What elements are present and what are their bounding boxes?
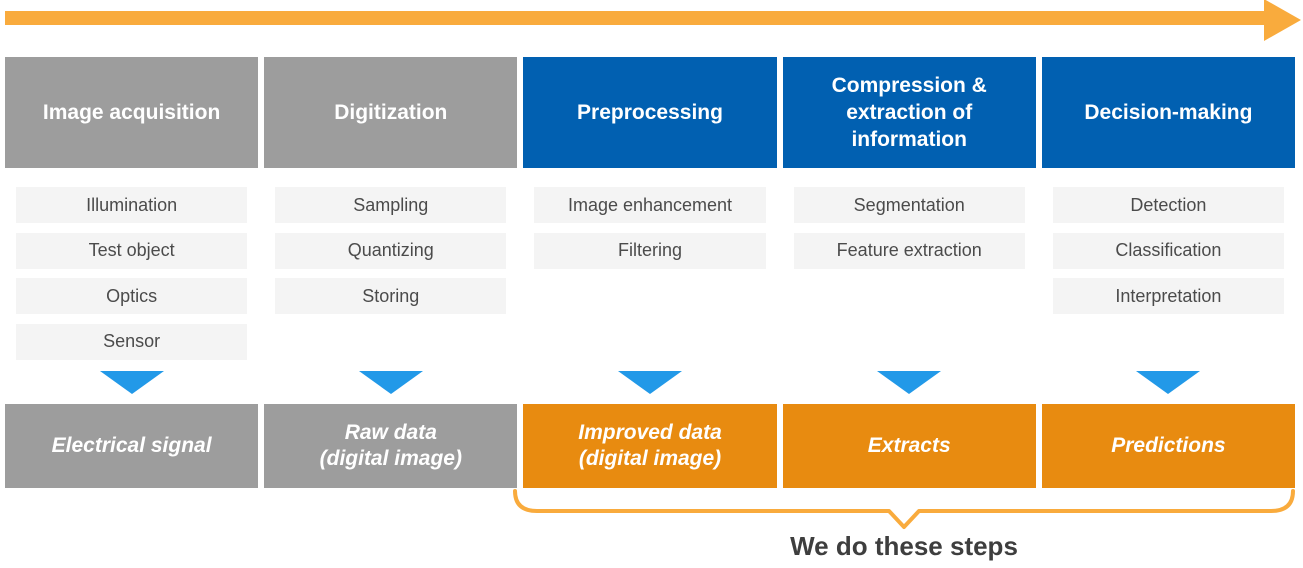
down-arrow-icon (618, 371, 682, 394)
arrow-right-icon (1264, 0, 1301, 41)
column-digitization: Digitization Sampling Quantizing Storing… (264, 57, 518, 488)
brace-caption: We do these steps (790, 531, 1018, 561)
stage-result: Predictions (1041, 404, 1296, 488)
step-item: Segmentation (793, 187, 1025, 223)
step-item: Classification (1052, 232, 1285, 269)
stage-header: Digitization (264, 57, 518, 168)
stage-result: Electrical signal (5, 404, 259, 488)
curly-brace (513, 489, 1295, 529)
arrow-bar (5, 11, 1265, 25)
stage-header: Compression & extraction of information (782, 57, 1036, 168)
step-list: Illumination Test object Optics Sensor (5, 168, 258, 371)
down-arrow-icon (99, 371, 164, 394)
column-image-acquisition: Image acquisition Illumination Test obje… (5, 57, 259, 488)
down-arrow-icon (877, 371, 942, 394)
stage-header: Image acquisition (5, 57, 259, 168)
step-item: Storing (275, 278, 507, 314)
down-arrow-icon (1136, 371, 1201, 394)
step-item: Filtering (534, 232, 766, 269)
step-item: Sampling (275, 187, 507, 223)
pipeline-columns: Image acquisition Illumination Test obje… (0, 57, 1303, 488)
step-list: Sampling Quantizing Storing (264, 168, 517, 371)
step-item: Feature extraction (793, 232, 1025, 269)
stage-result: Extracts (782, 404, 1036, 488)
column-compression-extraction: Compression & extraction of information … (782, 57, 1036, 488)
stage-result: Raw data (digital image) (264, 404, 518, 488)
column-preprocessing: Preprocessing Image enhancement Filterin… (523, 57, 777, 488)
down-arrow-icon (358, 371, 423, 394)
stage-header: Decision-making (1041, 57, 1296, 168)
step-item: Test object (16, 232, 248, 269)
stage-header: Preprocessing (523, 57, 777, 168)
step-list: Segmentation Feature extraction (783, 168, 1036, 371)
process-flow-arrow (0, 0, 1303, 41)
column-decision-making: Decision-making Detection Classification… (1041, 57, 1296, 488)
step-item: Sensor (16, 323, 248, 360)
stage-result: Improved data (digital image) (523, 404, 777, 488)
step-item: Optics (16, 278, 248, 314)
step-item: Detection (1052, 187, 1285, 223)
step-list: Image enhancement Filtering (523, 168, 776, 371)
step-item: Interpretation (1052, 278, 1285, 314)
step-list: Detection Classification Interpretation (1042, 168, 1295, 371)
step-item: Image enhancement (534, 187, 766, 223)
step-item: Quantizing (275, 232, 507, 269)
step-item: Illumination (16, 187, 248, 223)
